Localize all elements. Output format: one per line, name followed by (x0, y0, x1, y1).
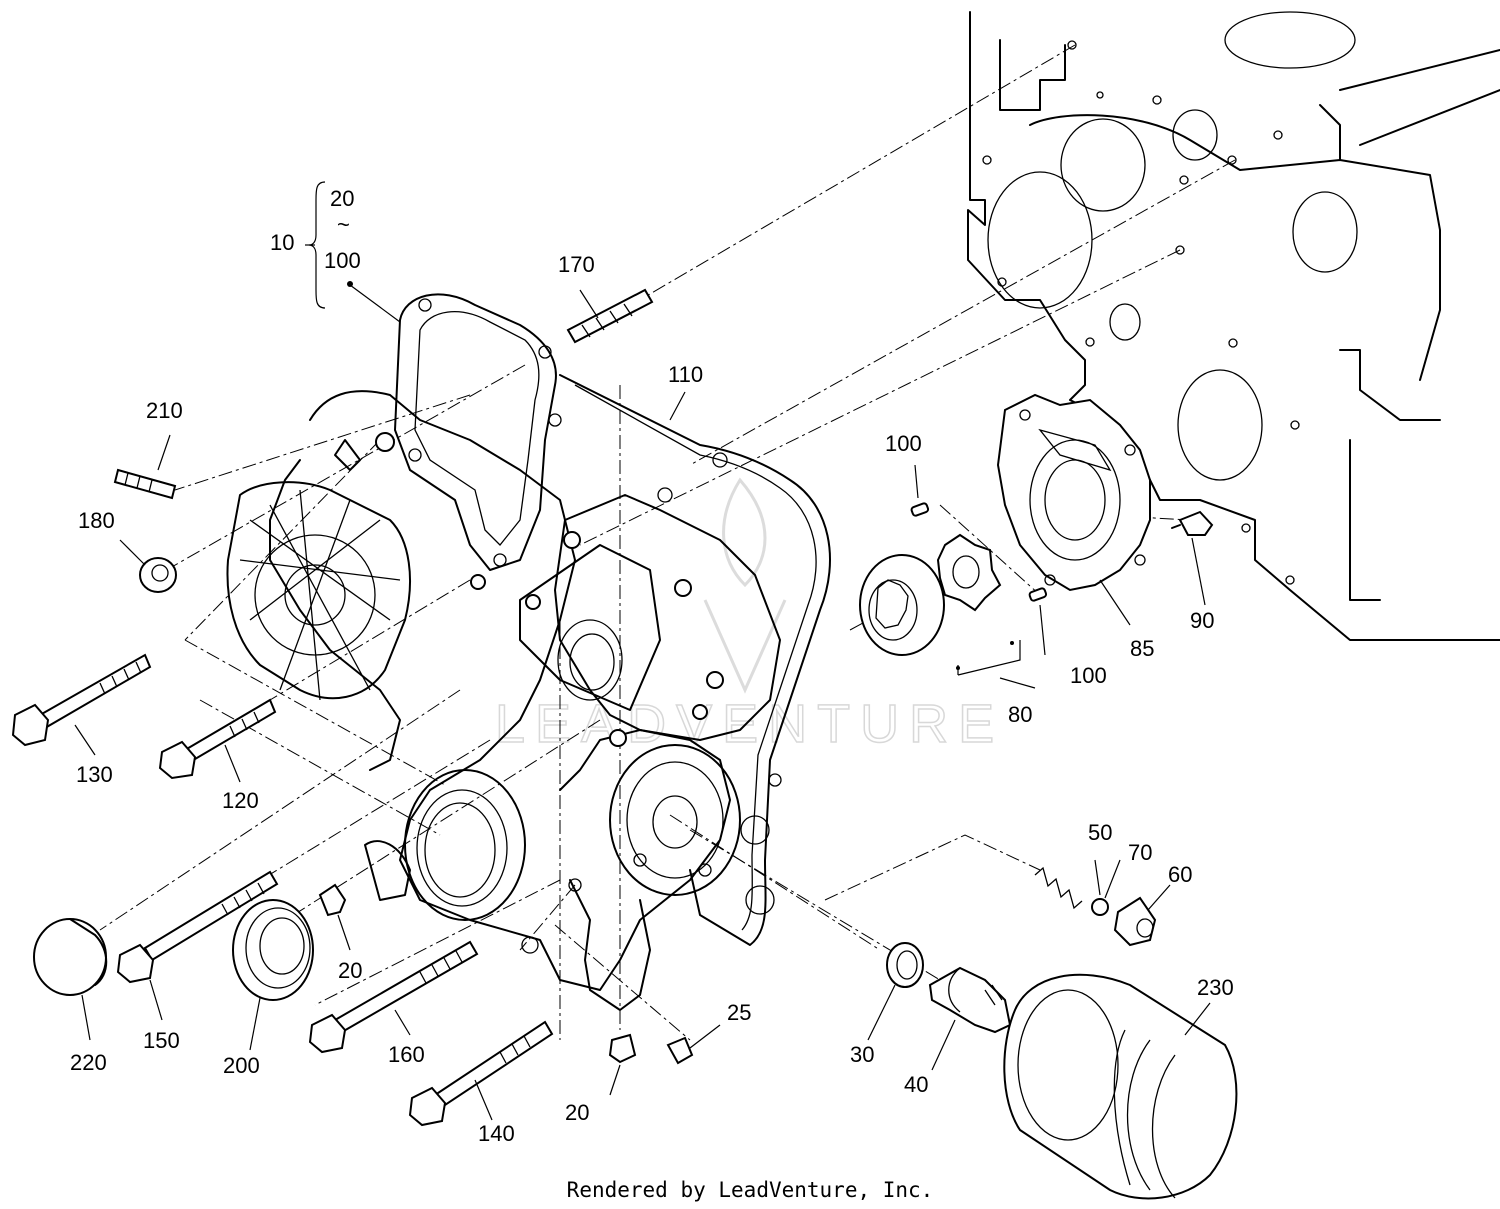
callout-140: 140 (478, 1121, 515, 1146)
callout-220: 220 (70, 1050, 107, 1075)
callout-60: 60 (1168, 862, 1192, 887)
callout-130: 130 (76, 762, 113, 787)
callout-120: 120 (222, 788, 259, 813)
callout-110: 110 (668, 362, 703, 387)
callout-180: 180 (78, 508, 115, 533)
leader-lines (74, 281, 1211, 1121)
callout-40: 40 (904, 1072, 928, 1097)
watermark-text: LEADVENTURE (495, 694, 1004, 754)
callout-30: 30 (850, 1042, 874, 1067)
group-range-separator: ~ (337, 212, 350, 237)
fasteners (11, 288, 1238, 1200)
callout-230: 230 (1197, 975, 1234, 1000)
callout-25: 25 (727, 1000, 751, 1025)
watermark-logo (703, 477, 787, 694)
group-range-start: 20 (330, 186, 354, 211)
callout-20-left: 20 (338, 958, 362, 983)
oil-pump-parts (859, 393, 1214, 676)
engine-block (967, 11, 1500, 641)
callout-100-upper: 100 (885, 431, 922, 456)
assembly-group-label: 10 20 ~ 100 (270, 181, 361, 309)
callout-85: 85 (1130, 636, 1154, 661)
group-range-end: 100 (324, 248, 361, 273)
callout-100-lower: 100 (1070, 663, 1107, 688)
callout-labels: 170 110 210 180 130 120 100 100 85 90 80… (70, 252, 1234, 1146)
callout-20-bottom: 20 (565, 1100, 589, 1125)
callout-210: 210 (146, 398, 183, 423)
gear-case-assembly (226, 293, 831, 1011)
alignment-lines (99, 44, 1236, 1041)
callout-50: 50 (1088, 820, 1112, 845)
group-number: 10 (270, 230, 294, 255)
callout-160: 160 (388, 1042, 425, 1067)
callout-90: 90 (1190, 608, 1214, 633)
callout-150: 150 (143, 1028, 180, 1053)
footer-credit: Rendered by LeadVenture, Inc. (567, 1178, 934, 1202)
callout-200: 200 (223, 1053, 260, 1078)
callout-170: 170 (558, 252, 595, 277)
callout-80: 80 (1008, 702, 1032, 727)
callout-70: 70 (1128, 840, 1152, 865)
